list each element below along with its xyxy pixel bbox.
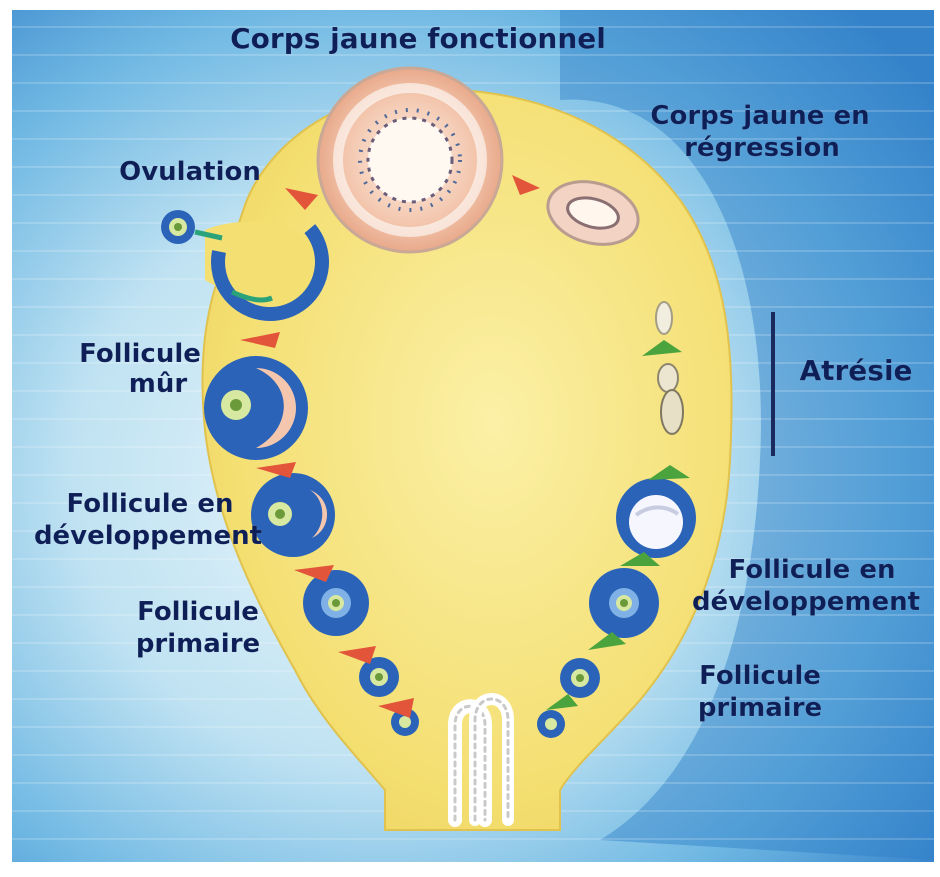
red-arrow: [240, 332, 280, 348]
label-follicule-primaire-left-2: primaire: [136, 629, 260, 659]
label-corps-jaune-fonctionnel: Corps jaune fonctionnel: [230, 22, 606, 55]
label-follicule-dev-right-1: Follicule en: [729, 555, 896, 585]
corpus-luteum: [316, 66, 504, 254]
primary-follicle-left-2: [359, 657, 399, 697]
primary-follicle-left-1: [303, 570, 369, 636]
developing-follicle-right-2: [616, 478, 696, 558]
hilum-vessels: [448, 693, 514, 827]
label-follicule-mur-2: mûr: [129, 369, 188, 399]
developing-follicle-right-1: [589, 568, 659, 638]
label-follicule-dev-left-1: Follicule en: [67, 489, 234, 519]
regressing-corpus-luteum: [546, 180, 640, 246]
ruptured-follicle-ring: [211, 203, 329, 321]
label-follicule-dev-left-2: développement: [34, 521, 262, 551]
green-arrows: [546, 340, 690, 710]
label-atresie: Atrésie: [799, 354, 912, 387]
primary-follicle-left-3: [391, 708, 419, 736]
label-corps-jaune-regression-1: Corps jaune en: [650, 101, 869, 131]
red-arrow: [512, 175, 540, 195]
green-arrow: [546, 694, 578, 710]
ovulation-cavity: [205, 221, 324, 306]
red-arrow: [285, 188, 318, 210]
label-follicule-primaire-right-2: primaire: [698, 693, 822, 723]
atretic-follicles: [655, 301, 684, 435]
green-arrow: [648, 465, 690, 480]
green-arrow: [620, 552, 660, 566]
primary-follicle-right-2: [537, 710, 565, 738]
green-arrow: [642, 340, 682, 356]
label-follicule-dev-right-2: développement: [692, 587, 920, 617]
red-arrow: [338, 646, 376, 664]
label-ovulation: Ovulation: [119, 157, 261, 187]
label-follicule-primaire-right-1: Follicule: [699, 661, 821, 691]
label-follicule-primaire-left-1: Follicule: [137, 597, 259, 627]
label-corps-jaune-regression-2: régression: [684, 133, 840, 163]
label-follicule-mur-1: Follicule: [79, 339, 201, 369]
developing-follicle-left: [251, 473, 335, 557]
ovulation-edge: [230, 289, 273, 303]
mature-follicle: [204, 356, 308, 460]
red-arrow: [256, 462, 296, 478]
primary-follicle-right-1: [560, 658, 600, 698]
red-arrow: [294, 565, 334, 582]
oocyte-trail: [194, 229, 223, 241]
red-arrows: [240, 175, 540, 718]
red-arrow: [378, 698, 414, 718]
green-arrow: [588, 632, 626, 650]
